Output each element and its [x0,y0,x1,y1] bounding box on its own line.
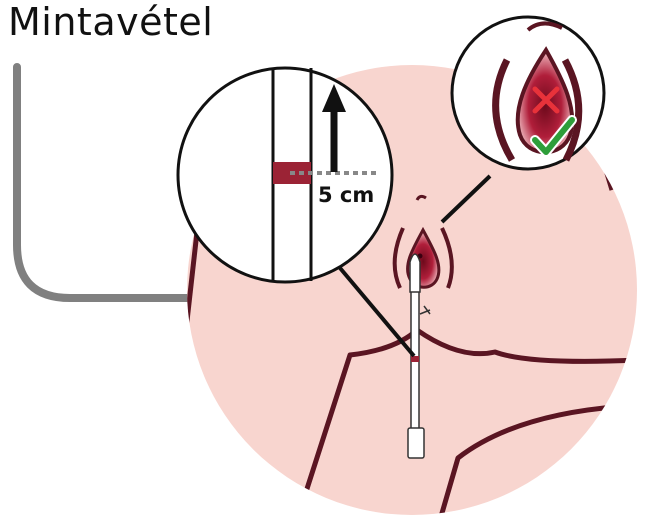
page-title: Mintavétel [8,0,213,44]
measurement-label: 5 cm [318,183,374,207]
placement-inset-circle [452,17,604,169]
measurement-zoom-circle [178,68,392,282]
title-connector-line [17,67,190,298]
